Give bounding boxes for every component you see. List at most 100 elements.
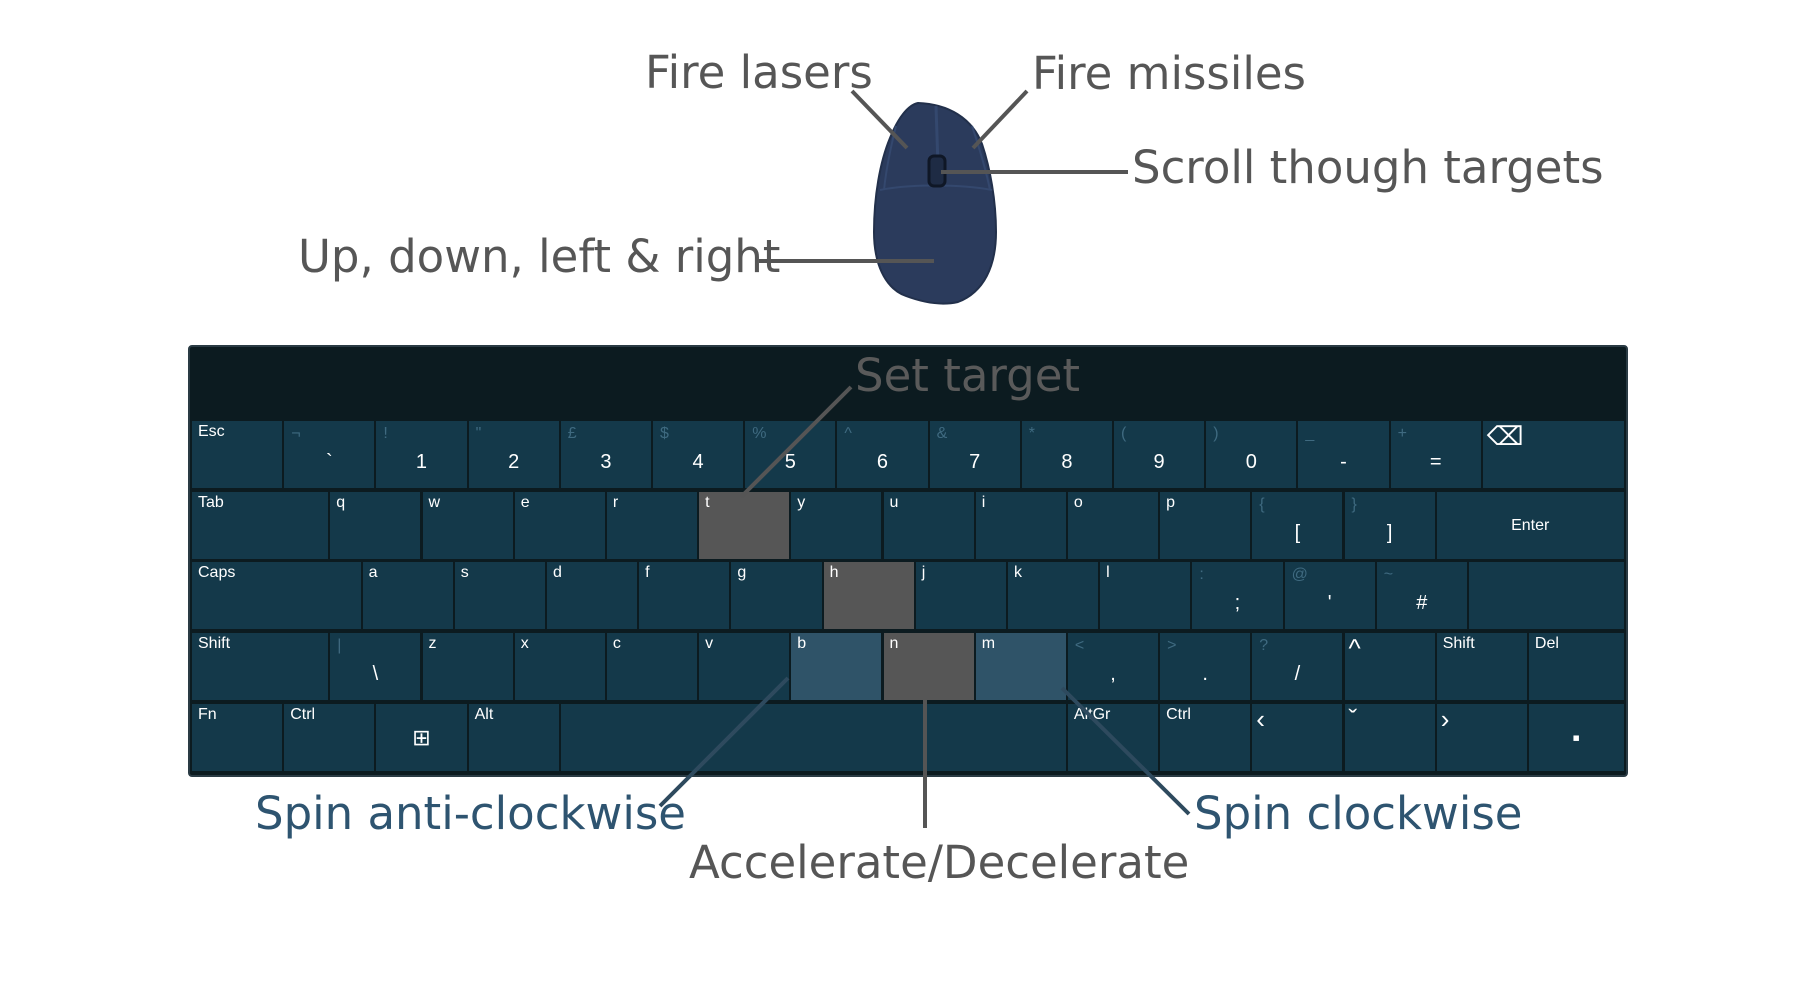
key-4[interactable]: $4 xyxy=(653,421,744,488)
key-label: e xyxy=(520,494,530,511)
key-rshift[interactable]: Shift xyxy=(1436,633,1527,700)
key-lbracket[interactable]: {[ xyxy=(1252,492,1343,559)
key-backspace[interactable]: ⌫ xyxy=(1482,421,1624,488)
key-3[interactable]: £3 xyxy=(560,421,651,488)
key-equals[interactable]: += xyxy=(1390,421,1481,488)
key-label: r xyxy=(612,494,619,511)
key-r[interactable]: r xyxy=(606,492,698,559)
key-keyboard-hide[interactable]: ▪ xyxy=(1528,704,1624,771)
key-semicolon[interactable]: :; xyxy=(1192,562,1283,629)
key-c[interactable]: c xyxy=(606,633,698,700)
key-caps[interactable]: Caps xyxy=(192,562,361,629)
key-shift-label: _ xyxy=(1305,425,1315,442)
key-tab[interactable]: Tab xyxy=(192,492,329,559)
key-backtick[interactable]: ¬` xyxy=(284,421,375,488)
key-label: m xyxy=(981,635,996,652)
key-m[interactable]: m xyxy=(975,633,1066,700)
key-a[interactable]: a xyxy=(362,562,453,629)
key-right[interactable]: › xyxy=(1436,704,1527,771)
key-space[interactable] xyxy=(560,704,1066,771)
key-label: Caps xyxy=(198,564,236,581)
key-i[interactable]: i xyxy=(975,492,1066,559)
key-lctrl[interactable]: Ctrl xyxy=(284,704,375,771)
key-down[interactable]: ˇ xyxy=(1344,704,1435,771)
key-label: i xyxy=(981,494,986,511)
key-j[interactable]: j xyxy=(915,562,1006,629)
key-hash[interactable]: ~# xyxy=(1376,562,1467,629)
key-shift-label: ^ xyxy=(844,425,852,442)
key-up[interactable]: ^ xyxy=(1344,633,1435,700)
label-accelerate: Accelerate/Decelerate xyxy=(689,836,1190,889)
right-arrow-icon: › xyxy=(1440,704,1450,734)
backspace-icon: ⌫ xyxy=(1486,421,1524,451)
key-label: d xyxy=(552,564,562,581)
key-del[interactable]: Del xyxy=(1528,633,1624,700)
key-minus[interactable]: _- xyxy=(1298,421,1389,488)
key-9[interactable]: (9 xyxy=(1114,421,1205,488)
key-shift-label: ( xyxy=(1121,425,1127,442)
key-v[interactable]: v xyxy=(699,633,790,700)
key-n[interactable]: n xyxy=(883,633,974,700)
key-shift-label: + xyxy=(1397,425,1407,442)
key-esc[interactable]: Esc xyxy=(192,421,283,488)
key-enter[interactable]: Enter xyxy=(1436,492,1624,559)
key-x[interactable]: x xyxy=(514,633,605,700)
key-shift-label: % xyxy=(752,425,767,442)
key-8[interactable]: *8 xyxy=(1021,421,1112,488)
key-e[interactable]: e xyxy=(514,492,605,559)
key-l[interactable]: l xyxy=(1100,562,1191,629)
key-left[interactable]: ‹ xyxy=(1252,704,1343,771)
key-y[interactable]: y xyxy=(791,492,882,559)
key-g[interactable]: g xyxy=(731,562,822,629)
key-label: v xyxy=(705,635,714,652)
key-slash[interactable]: ?/ xyxy=(1252,633,1343,700)
key-o[interactable]: o xyxy=(1067,492,1159,559)
key-f[interactable]: f xyxy=(639,562,730,629)
key-rbracket[interactable]: }] xyxy=(1344,492,1435,559)
key-label: Alt xyxy=(474,706,494,723)
key-d[interactable]: d xyxy=(546,562,638,629)
key-6[interactable]: ^6 xyxy=(837,421,928,488)
key-1[interactable]: !1 xyxy=(376,421,467,488)
key-5[interactable]: %5 xyxy=(745,421,836,488)
key-shift-label: | xyxy=(337,637,342,654)
left-arrow-icon: ‹ xyxy=(1256,704,1265,734)
key-label: x xyxy=(520,635,529,652)
key-s[interactable]: s xyxy=(454,562,545,629)
key-shift-label: $ xyxy=(660,425,669,442)
key-main-label: / xyxy=(1294,663,1301,685)
key-p[interactable]: p xyxy=(1160,492,1251,559)
key-lshift[interactable]: Shift xyxy=(192,633,329,700)
key-0[interactable]: )0 xyxy=(1206,421,1297,488)
key-shift-label: * xyxy=(1028,425,1036,442)
key-7[interactable]: &7 xyxy=(929,421,1020,488)
key-alt[interactable]: Alt xyxy=(468,704,559,771)
key-label: q xyxy=(336,494,346,511)
key-label: n xyxy=(889,635,899,652)
key-enter-lower[interactable] xyxy=(1468,562,1624,629)
key-k[interactable]: k xyxy=(1007,562,1099,629)
key-shift-label: £ xyxy=(567,425,577,442)
key-label: b xyxy=(797,635,807,652)
key-quote[interactable]: @' xyxy=(1284,562,1375,629)
key-win[interactable]: ⊞ xyxy=(376,704,467,771)
key-main-label: 5 xyxy=(784,451,796,473)
key-h[interactable]: h xyxy=(823,562,914,629)
key-altgr[interactable]: AltGr xyxy=(1067,704,1159,771)
key-main-label: = xyxy=(1429,451,1442,473)
key-u[interactable]: u xyxy=(883,492,974,559)
key-period[interactable]: >. xyxy=(1160,633,1251,700)
down-arrow-icon: ˇ xyxy=(1348,704,1358,734)
key-backslash[interactable]: |\ xyxy=(330,633,421,700)
key-z[interactable]: z xyxy=(422,633,513,700)
key-w[interactable]: w xyxy=(422,492,513,559)
key-q[interactable]: q xyxy=(330,492,421,559)
key-2[interactable]: "2 xyxy=(468,421,559,488)
key-rctrl[interactable]: Ctrl xyxy=(1160,704,1251,771)
key-b[interactable]: b xyxy=(791,633,882,700)
key-t[interactable]: t xyxy=(699,492,790,559)
key-comma[interactable]: <, xyxy=(1067,633,1159,700)
key-fn[interactable]: Fn xyxy=(192,704,283,771)
